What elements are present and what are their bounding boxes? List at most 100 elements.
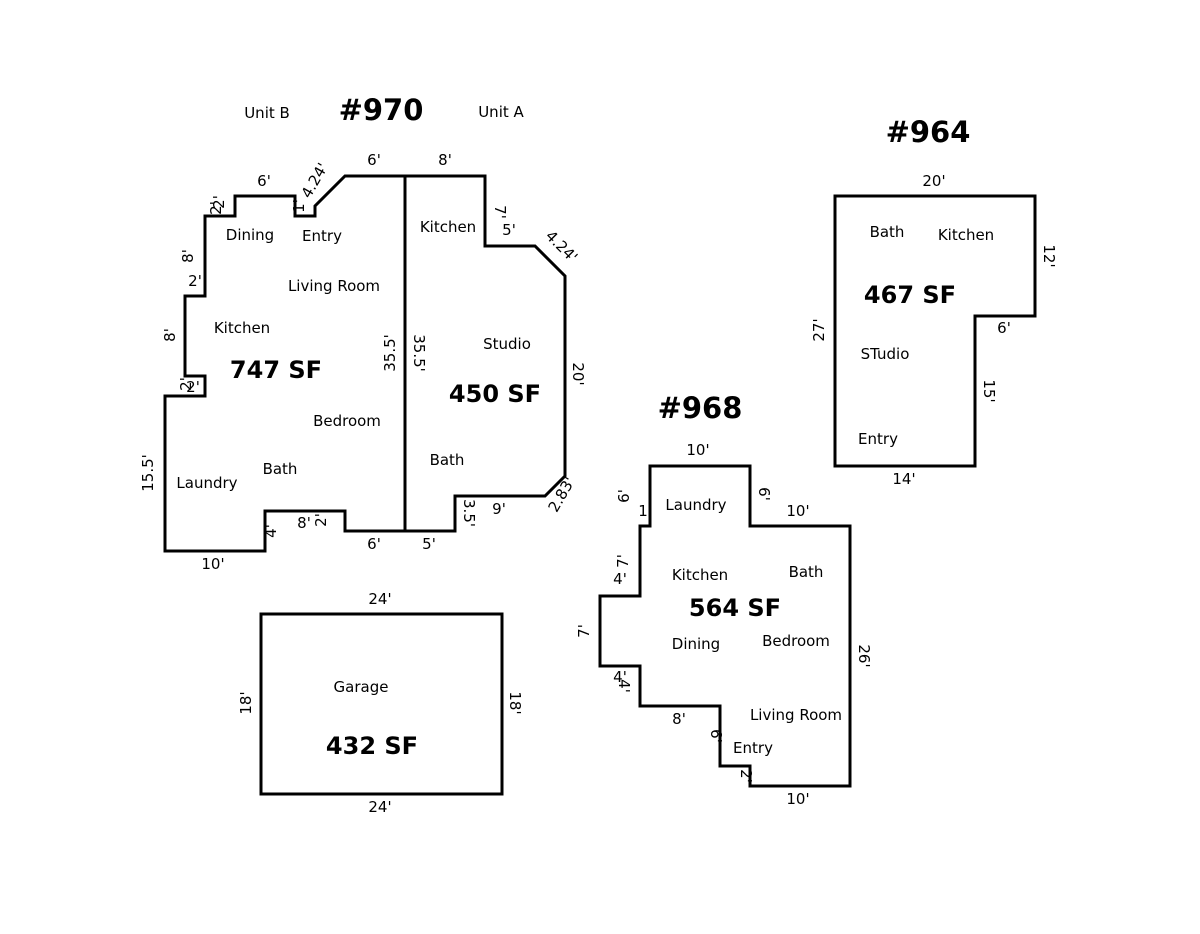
dimension-label: 15' — [980, 379, 998, 402]
dimension-label: 2' — [737, 769, 755, 783]
room-label: Entry — [733, 739, 773, 757]
room-label: Kitchen — [420, 218, 476, 236]
dimension-label: 1' — [290, 199, 308, 213]
room-label: Kitchen — [214, 319, 270, 337]
dimension-label: 10' — [786, 502, 809, 520]
dimension-label: 4' — [262, 524, 280, 538]
building-964: #964 Bath Kitchen STudio Entry 467 SF 20… — [810, 115, 1058, 488]
room-label: Living Room — [750, 706, 842, 724]
building-968-outline — [598, 464, 852, 788]
room-label: Dining — [672, 635, 720, 653]
unit-a-rooms: Kitchen Studio Bath — [420, 218, 531, 469]
dimension-label: 4' — [613, 570, 627, 588]
dimension-label: 27' — [810, 318, 828, 341]
dimension-label: 8' — [179, 249, 197, 263]
dimension-label: 1 — [638, 502, 648, 520]
dimension-label: 6' — [367, 151, 381, 169]
room-label: Living Room — [288, 277, 380, 295]
room-label: Dining — [226, 226, 274, 244]
dimension-label: 18' — [506, 691, 524, 714]
dimension-label: 8' — [438, 151, 452, 169]
garage-area: 432 SF — [326, 732, 418, 760]
dimension-label: 24' — [368, 590, 391, 608]
garage: Garage 432 SF 24' 18' 18' 24' — [237, 590, 524, 816]
building-968-title: #968 — [658, 391, 743, 425]
unit-a-dimensions: 6' 8' 7' 5' 4.24' 20' 2.83' 9' 3.5' 5' 3… — [367, 151, 587, 553]
dimension-label: 24' — [368, 798, 391, 816]
dimension-label: 6' — [997, 319, 1011, 337]
dimension-label: 2' — [210, 195, 228, 209]
dimension-label: 2' — [186, 378, 200, 396]
unit-a-area: 450 SF — [449, 380, 541, 408]
dimension-label: 2' — [188, 272, 202, 290]
room-label: Bath — [870, 223, 905, 241]
building-964-title: #964 — [886, 115, 971, 149]
dimension-label: 9' — [492, 500, 506, 518]
dimension-label: 6' — [755, 487, 773, 501]
building-968: #968 Laundry Kitchen Bath Dining Bedroom… — [575, 391, 873, 808]
building-968-area: 564 SF — [689, 594, 781, 622]
dimension-label: 6' — [257, 172, 271, 190]
dimension-label: 7' — [575, 624, 593, 638]
room-label: Studio — [483, 335, 531, 353]
dimension-label: 6' — [615, 489, 633, 503]
room-label: Kitchen — [672, 566, 728, 584]
unit-a-label: Unit A — [478, 103, 524, 121]
building-964-area: 467 SF — [864, 281, 956, 309]
dimension-label: 5' — [422, 535, 436, 553]
building-964-rooms: Bath Kitchen STudio Entry — [858, 223, 994, 448]
dimension-label: 8' — [161, 328, 179, 342]
dimension-label: 35.5' — [410, 334, 428, 372]
room-label: Kitchen — [938, 226, 994, 244]
building-968-rooms: Laundry Kitchen Bath Dining Bedroom Livi… — [665, 496, 842, 757]
building-964-outline — [833, 194, 1037, 468]
dimension-label: 4' — [613, 668, 627, 686]
building-968-dimensions: 10' 6' 6' 1 10' 7' 4' 7' 4' 4' 26' 8' 6'… — [575, 441, 873, 808]
building-970: #970 Unit B Unit A Dining Entry Living R… — [139, 93, 587, 573]
unit-b-outline — [163, 174, 407, 553]
dimension-label: 20' — [922, 172, 945, 190]
dimension-label: 10' — [686, 441, 709, 459]
dimension-label: 14' — [892, 470, 915, 488]
room-label: Laundry — [176, 474, 237, 492]
dimension-label: 7' — [614, 554, 632, 568]
unit-b-rooms: Dining Entry Living Room Kitchen Bedroom… — [176, 226, 381, 492]
room-label: Laundry — [665, 496, 726, 514]
room-label: Bedroom — [762, 632, 830, 650]
dimension-label: 10' — [201, 555, 224, 573]
unit-b-area: 747 SF — [230, 356, 322, 384]
building-964-dimensions: 20' 12' 6' 27' 15' 14' — [810, 172, 1058, 488]
room-label: Bedroom — [313, 412, 381, 430]
dimension-label: 3.5' — [460, 499, 478, 527]
unit-b-label: Unit B — [244, 104, 290, 122]
dimension-label: 2' — [207, 201, 225, 215]
dimension-label: 20' — [569, 362, 587, 385]
dimension-label: 26' — [855, 644, 873, 667]
dimension-label: 18' — [237, 691, 255, 714]
room-label: Bath — [430, 451, 465, 469]
dimension-label: 7' — [491, 205, 509, 219]
dimension-label: 2.83' — [544, 474, 578, 516]
dimension-label: 5' — [502, 221, 516, 239]
room-label: Entry — [302, 227, 342, 245]
room-label: Entry — [858, 430, 898, 448]
dimension-label: 35.5' — [381, 334, 399, 372]
dimension-label: 2' — [312, 513, 330, 527]
dimension-label: 12' — [1040, 244, 1058, 267]
room-label: Bath — [789, 563, 824, 581]
building-970-title: #970 — [339, 93, 424, 127]
garage-outline — [259, 612, 504, 796]
dimension-label: 8' — [672, 710, 686, 728]
dimension-label: 6' — [707, 729, 725, 743]
unit-a-outline — [405, 174, 567, 533]
dimension-label: 15.5' — [139, 454, 157, 492]
dimension-label: 4' — [615, 679, 633, 693]
room-label: STudio — [861, 345, 910, 363]
dimension-label: 10' — [786, 790, 809, 808]
room-label: Garage — [334, 678, 389, 696]
dimension-label: 2' — [177, 377, 195, 391]
dimension-label: 8' — [297, 514, 311, 532]
dimension-label: 6' — [367, 535, 381, 553]
room-label: Bath — [263, 460, 298, 478]
